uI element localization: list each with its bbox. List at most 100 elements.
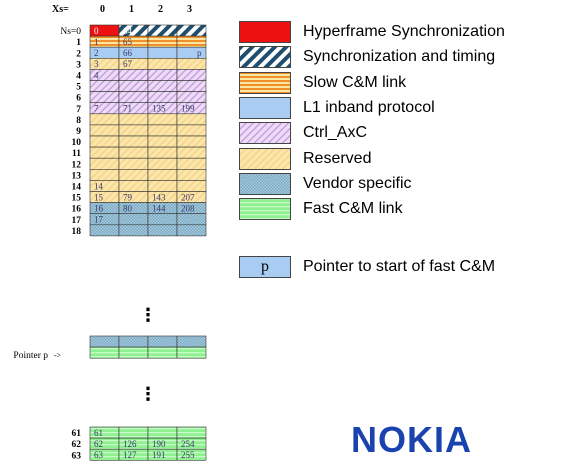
xs-label: Xs= <box>52 4 69 15</box>
reserved-cell <box>89 146 120 159</box>
slow-cm-cell <box>147 35 178 48</box>
cell-number: 17 <box>94 215 104 225</box>
row-label: 14 <box>72 183 82 193</box>
legend-item: Fast C&M link <box>239 197 403 221</box>
legend-item: Reserved <box>239 147 371 171</box>
ctrl-axc-cell <box>147 80 178 92</box>
legend-swatch-slow <box>239 71 291 94</box>
cell-number: 2 <box>94 48 99 58</box>
legend-label: Vendor specific <box>303 174 412 192</box>
reserved-cell <box>176 135 207 148</box>
vendor-specific-cell <box>147 335 178 348</box>
fast-cm-cell <box>176 346 207 359</box>
cell-number: 254 <box>181 439 195 449</box>
legend-swatch-hyper <box>239 21 291 43</box>
ctrl-axc-cell <box>147 69 178 81</box>
row-label: Ns=0 <box>60 27 81 37</box>
pointer-label: Pointer p <box>13 351 48 361</box>
vendor-specific-cell <box>147 224 178 237</box>
row-label: 8 <box>76 116 81 126</box>
row-label: 9 <box>76 127 81 137</box>
reserved-cell <box>176 180 207 192</box>
row-label: 11 <box>72 149 81 159</box>
column-label: 3 <box>187 4 192 15</box>
cell-number: 62 <box>94 439 103 449</box>
legend-item: Slow C&M link <box>239 71 406 95</box>
l1-inband-cell <box>147 46 178 59</box>
vendor-specific-cell <box>176 213 207 226</box>
row-label: 7 <box>76 105 81 115</box>
reserved-cell <box>176 169 207 181</box>
reserved-cell <box>147 124 178 137</box>
legend-label: Fast C&M link <box>303 200 403 218</box>
reserved-cell <box>147 113 178 126</box>
cell-number: 16 <box>94 204 104 214</box>
cell-number: 66 <box>123 48 133 58</box>
cell-number: 67 <box>123 59 133 69</box>
cell-number: 65 <box>123 37 133 47</box>
row-label: 15 <box>72 194 82 204</box>
reserved-cell <box>89 135 120 148</box>
cell-number: 14 <box>94 181 104 191</box>
reserved-cell <box>147 169 178 181</box>
cell-number: 255 <box>181 450 195 460</box>
cell-number: 71 <box>123 104 132 114</box>
row-label: 16 <box>72 205 82 215</box>
reserved-cell <box>89 113 120 126</box>
vendor-specific-cell <box>89 335 120 348</box>
legend-swatch-vendor <box>239 172 291 195</box>
reserved-cell <box>118 146 149 159</box>
cell-number: 1 <box>94 37 99 47</box>
reserved-cell <box>89 157 120 170</box>
reserved-cell <box>118 124 149 137</box>
reserved-cell <box>118 135 149 148</box>
vendor-specific-cell <box>118 335 149 348</box>
cell-number: 191 <box>152 450 166 460</box>
column-label: 0 <box>100 4 105 15</box>
legend-item: Vendor specific <box>239 172 412 196</box>
ctrl-axc-cell <box>118 91 149 103</box>
ctrl-axc-cell <box>89 80 120 92</box>
ctrl-axc-cell <box>176 69 207 81</box>
row-label: 2 <box>76 49 81 59</box>
reserved-cell <box>118 113 149 126</box>
legend-label: L1 inband protocol <box>303 98 435 116</box>
reserved-cell <box>89 124 120 137</box>
legend-label: Reserved <box>303 149 372 167</box>
reserved-cell <box>176 113 207 126</box>
vendor-specific-cell <box>176 224 207 237</box>
cell-number: 144 <box>152 204 166 214</box>
sync-timing-cell <box>147 24 178 37</box>
reserved-cell <box>147 135 178 148</box>
vendor-specific-cell <box>118 213 149 226</box>
cell-number: 143 <box>152 192 166 202</box>
ctrl-axc-cell <box>147 91 178 103</box>
reserved-cell <box>147 146 178 159</box>
row-label: 13 <box>72 171 82 181</box>
ctrl-axc-cell <box>176 80 207 92</box>
cell-number: 80 <box>123 204 133 214</box>
fast-cm-cell <box>89 346 120 359</box>
legend-pointer-swatch: p <box>239 256 291 278</box>
cell-number: 7 <box>94 104 99 114</box>
row-label: 10 <box>72 138 82 148</box>
fast-cm-cell <box>147 346 178 359</box>
cell-number: 61 <box>94 428 103 438</box>
row-label: 6 <box>76 94 81 104</box>
ctrl-axc-cell <box>176 91 207 103</box>
reserved-cell <box>118 157 149 170</box>
column-label: 2 <box>158 4 163 15</box>
fast-cm-cell <box>176 426 207 439</box>
reserved-cell <box>118 169 149 181</box>
legend-label: Hyperframe Synchronization <box>303 23 505 40</box>
ctrl-axc-cell <box>89 91 120 103</box>
reserved-cell <box>147 57 178 70</box>
reserved-cell <box>176 157 207 170</box>
slow-cm-cell <box>176 35 207 48</box>
pointer-marker: p <box>197 48 202 58</box>
legend-label: Slow C&M link <box>303 73 407 91</box>
cell-number: 4 <box>94 70 99 80</box>
reserved-cell <box>176 146 207 159</box>
